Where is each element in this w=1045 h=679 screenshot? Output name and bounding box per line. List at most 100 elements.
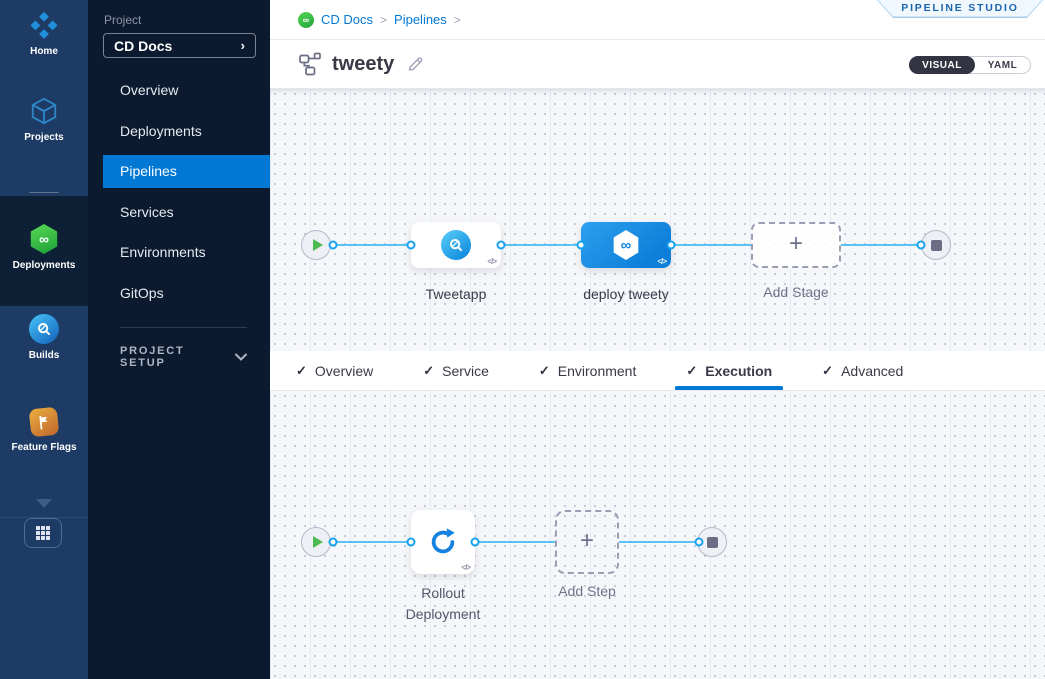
visual-yaml-toggle: VISUAL YAML — [909, 56, 1031, 74]
stage-node-deploy-tweety[interactable]: ∞ </> — [581, 222, 671, 268]
home-icon — [29, 10, 59, 40]
connector-line — [841, 244, 921, 246]
connector-dot — [916, 240, 926, 250]
project-selector[interactable]: CD Docs › — [103, 33, 256, 58]
projects-cube-icon — [29, 96, 59, 126]
check-icon: ✓ — [686, 362, 698, 378]
connector-dot — [406, 240, 416, 250]
main-content: ∞ CD Docs > Pipelines > PIPELINE STUDIO … — [270, 0, 1045, 679]
rail-label: Deployments — [12, 260, 76, 271]
edit-pencil-icon[interactable] — [406, 55, 424, 73]
execution-start-node — [301, 527, 331, 557]
breadcrumb-pipelines-link[interactable]: Pipelines — [394, 12, 447, 27]
stage-node-tweetapp[interactable]: </> — [411, 222, 501, 268]
rail-active-section: ∞ Deployments — [0, 196, 88, 306]
chevron-right-icon: › — [240, 38, 245, 53]
plus-icon: + — [579, 527, 594, 554]
connector-dot — [406, 537, 416, 547]
rail-item-builds[interactable]: Builds — [0, 314, 88, 361]
connector-dot — [576, 240, 586, 250]
breadcrumb-separator: > — [453, 12, 461, 27]
grid-icon — [36, 526, 50, 540]
project-label: Project — [104, 13, 142, 27]
code-icon: </> — [461, 563, 471, 572]
builds-icon — [29, 314, 59, 344]
add-stage-button[interactable]: + — [751, 222, 841, 268]
rail-divider — [29, 192, 59, 193]
rail-item-home[interactable]: Home — [0, 10, 88, 57]
add-step-button[interactable]: + — [555, 510, 619, 574]
module-picker-button[interactable] — [24, 518, 62, 548]
rail-label: Feature Flags — [11, 442, 77, 453]
sidebar-item-gitops[interactable]: GitOps — [120, 284, 164, 301]
chevron-down-icon — [235, 353, 247, 361]
add-step-label: Add Step — [558, 583, 616, 599]
stage-config-tabs: ✓Overview ✓Service ✓Environment ✓Executi… — [270, 351, 1045, 391]
rail-item-projects[interactable]: Projects — [0, 96, 88, 143]
toggle-yaml-button[interactable]: YAML — [987, 59, 1018, 71]
project-sidebar: Project CD Docs › Overview Deployments P… — [88, 0, 270, 679]
module-rail: Home Projects ∞ Deployments Builds — [0, 0, 88, 679]
connector-dot — [666, 240, 676, 250]
rail-label: Projects — [24, 132, 64, 143]
sidebar-item-deployments[interactable]: Deployments — [120, 122, 202, 139]
check-icon: ✓ — [822, 362, 834, 378]
sidebar-item-services[interactable]: Services — [120, 203, 174, 220]
project-setup-label: PROJECT SETUP — [120, 345, 185, 369]
breadcrumb-separator: > — [380, 12, 388, 27]
connector-line — [501, 244, 581, 246]
play-icon — [312, 239, 323, 251]
connector-line — [671, 244, 751, 246]
tab-advanced[interactable]: ✓Advanced — [822, 362, 904, 379]
plus-icon: + — [788, 230, 803, 257]
sidebar-item-pipelines[interactable]: Pipelines — [88, 151, 270, 192]
code-icon: </> — [487, 257, 497, 266]
rail-bottom-divider — [0, 517, 88, 518]
tab-environment[interactable]: ✓Environment — [538, 362, 637, 379]
sidebar-item-overview[interactable]: Overview — [120, 82, 179, 99]
project-setup-toggle[interactable]: PROJECT SETUP — [120, 345, 247, 369]
pipeline-start-node — [301, 230, 331, 260]
project-name: CD Docs — [114, 37, 173, 54]
feature-flags-icon — [28, 406, 60, 437]
rail-item-deployments[interactable]: ∞ Deployments — [0, 224, 88, 271]
stop-icon — [930, 239, 942, 251]
stage-canvas[interactable]: </> ∞ </> + Tweetapp deploy tweety Add S… — [270, 89, 1045, 351]
breadcrumb-project-link[interactable]: CD Docs — [321, 12, 374, 27]
pipeline-name: tweety — [332, 52, 395, 75]
execution-canvas[interactable]: </> + Rollout Deployment Add Step — [270, 391, 1045, 679]
connector-line — [331, 541, 411, 543]
toggle-visual-button[interactable]: VISUAL — [909, 56, 975, 74]
pipeline-studio-badge-text: PIPELINE STUDIO — [878, 0, 1042, 17]
pipeline-title-bar: tweety VISUAL YAML — [270, 40, 1045, 89]
cd-module-icon: ∞ — [298, 11, 314, 28]
connector-line — [619, 541, 699, 543]
stage-label: deploy tweety — [583, 286, 669, 302]
play-icon — [312, 536, 323, 548]
code-icon: </> — [657, 257, 667, 266]
tab-overview[interactable]: ✓Overview — [296, 362, 374, 379]
connector-line — [331, 244, 411, 246]
stage-label: Tweetapp — [425, 286, 487, 302]
tab-execution[interactable]: ✓Execution — [675, 351, 783, 390]
setup-divider — [120, 327, 247, 328]
cd-stage-icon: ∞ — [613, 230, 639, 260]
rail-collapse-chevron-icon[interactable] — [36, 499, 52, 508]
step-node-rollout-deployment[interactable]: </> — [411, 510, 475, 574]
tab-service[interactable]: ✓Service — [423, 362, 489, 379]
rollout-icon — [431, 528, 455, 554]
sidebar-item-environments[interactable]: Environments — [120, 244, 206, 261]
rail-item-feature-flags[interactable]: Feature Flags — [0, 406, 88, 453]
add-stage-label: Add Stage — [763, 284, 829, 300]
pipeline-icon — [299, 52, 321, 76]
connector-dot — [694, 537, 704, 547]
pipeline-end-node — [921, 230, 951, 260]
breadcrumb: ∞ CD Docs > Pipelines > — [270, 0, 1045, 40]
check-icon: ✓ — [538, 362, 550, 378]
connector-dot — [328, 240, 338, 250]
check-icon: ✓ — [296, 362, 307, 378]
pipeline-studio-badge: PIPELINE STUDIO — [877, 0, 1043, 18]
stop-icon — [706, 536, 718, 548]
deployments-cd-icon: ∞ — [29, 224, 59, 254]
